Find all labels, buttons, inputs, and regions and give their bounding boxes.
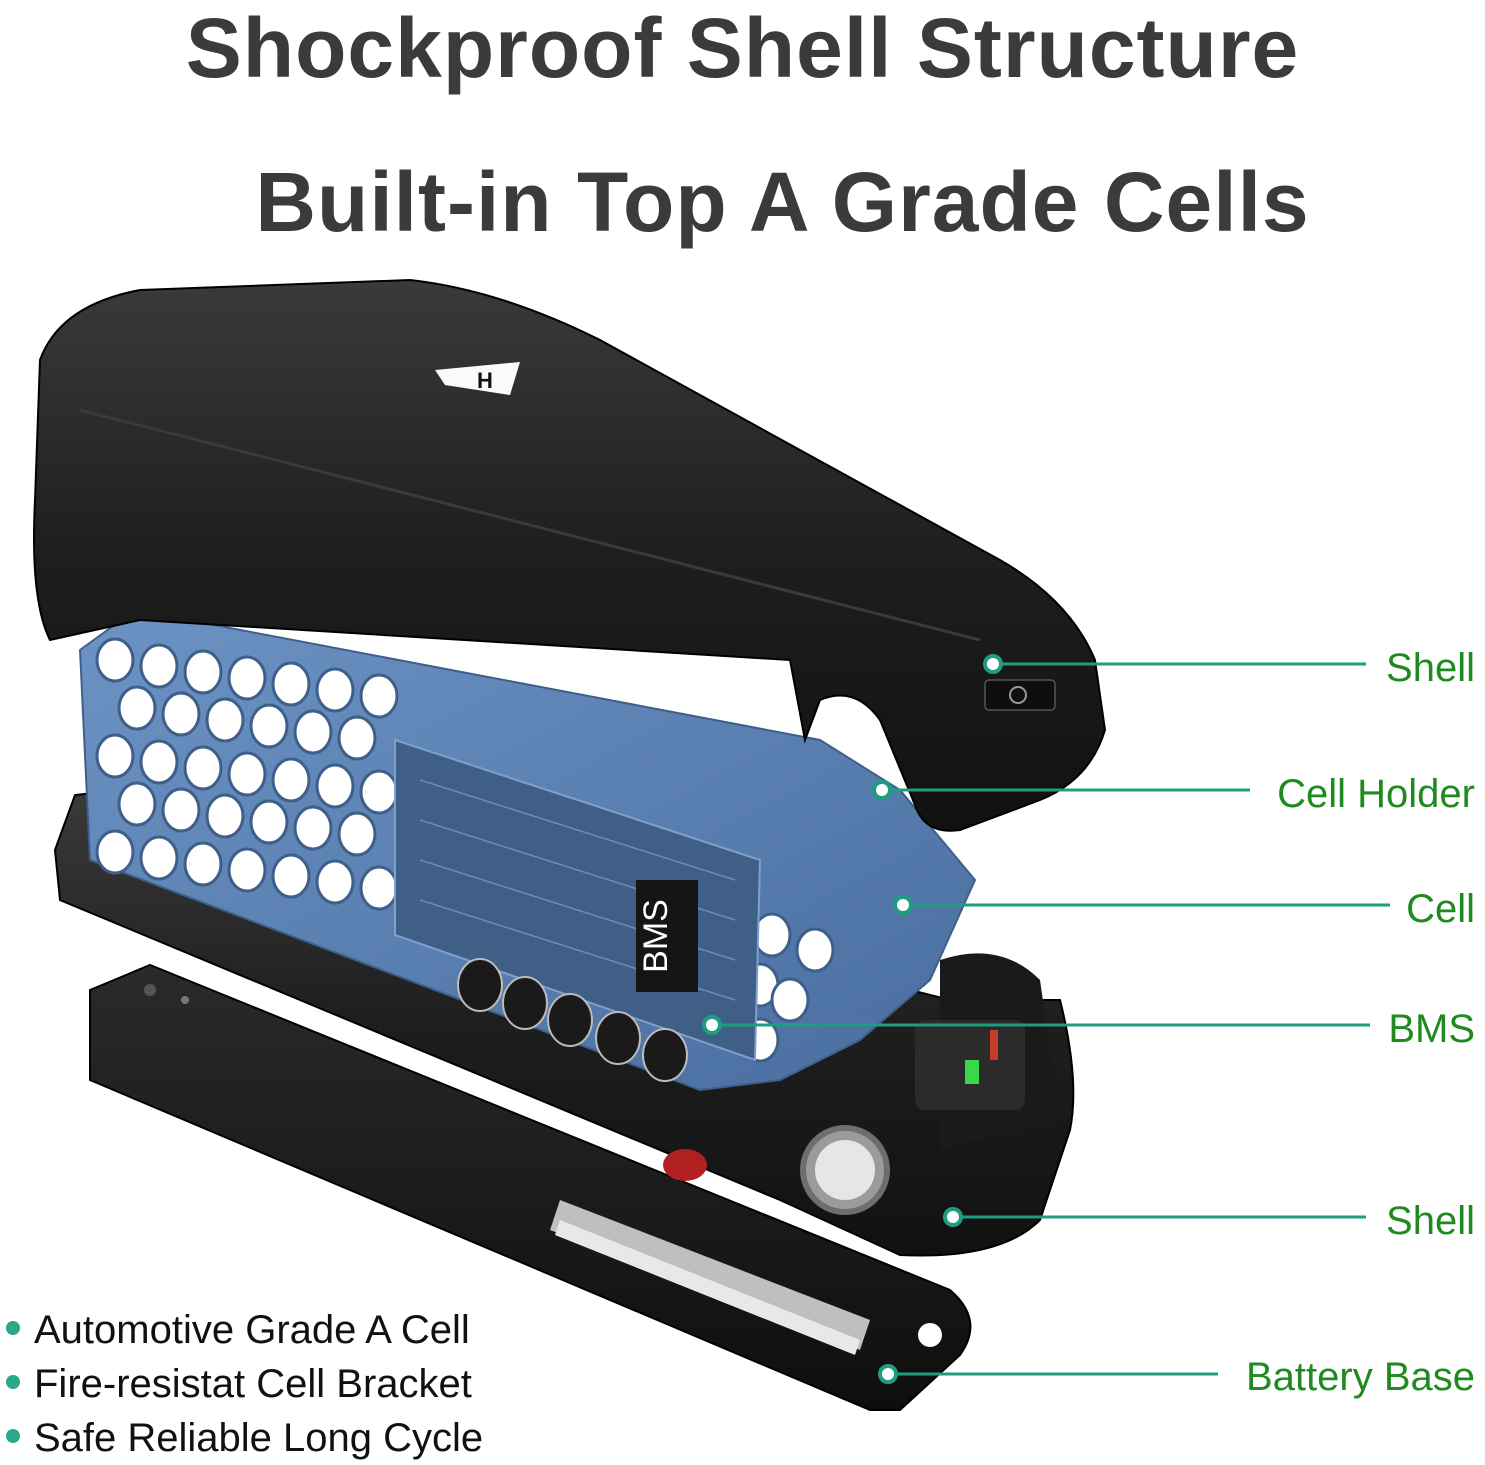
cell-end xyxy=(227,751,267,797)
feature-text: Safe Reliable Long Cycle xyxy=(34,1416,484,1460)
leader-dot-cell-holder xyxy=(872,780,892,800)
cell-end xyxy=(183,649,223,695)
battery-base-part xyxy=(89,963,972,1411)
cell-end xyxy=(95,829,135,875)
bullet-icon xyxy=(6,1375,20,1390)
cell-end xyxy=(139,835,179,881)
feature-item: Automotive Grade A Cell xyxy=(6,1303,483,1357)
bullet-icon xyxy=(6,1429,20,1444)
cell-end xyxy=(139,739,179,785)
cell-end xyxy=(770,977,810,1023)
callout-leaders xyxy=(702,654,1390,1384)
leader-dot-shell-top xyxy=(983,654,1003,674)
cell-holder-part: BMS xyxy=(78,608,977,1092)
cell-end xyxy=(227,847,267,893)
cell-end xyxy=(337,715,377,761)
callout-cell-holder: Cell Holder xyxy=(1277,772,1475,816)
bms-chip-text: BMS xyxy=(637,899,675,973)
cell-end xyxy=(249,703,289,749)
cell-end xyxy=(139,643,179,689)
cell-end xyxy=(271,661,311,707)
cell-end xyxy=(315,667,355,713)
title-line-2: Built-in Top A Grade Cells xyxy=(255,155,1310,249)
leader-dot-bms xyxy=(702,1015,722,1035)
cell-end xyxy=(161,787,201,833)
cell-end xyxy=(95,637,135,683)
cell-end xyxy=(315,859,355,905)
feature-item: Fire-resistat Cell Bracket xyxy=(6,1357,483,1411)
cell-end xyxy=(95,733,135,779)
cell-end xyxy=(117,685,157,731)
cell-end xyxy=(117,781,157,827)
leader-dot-cell xyxy=(893,895,913,915)
callout-bms: BMS xyxy=(1388,1007,1475,1051)
bullet-icon xyxy=(6,1321,20,1336)
cell-end xyxy=(227,655,267,701)
cell-end xyxy=(183,745,223,791)
callout-cell: Cell xyxy=(1406,887,1475,931)
cell-end xyxy=(795,927,835,973)
cell-end xyxy=(205,793,245,839)
cell-end xyxy=(359,673,399,719)
logo-text: H xyxy=(477,368,493,393)
feature-text: Fire-resistat Cell Bracket xyxy=(34,1362,472,1406)
cell-end xyxy=(271,757,311,803)
cell-end xyxy=(271,853,311,899)
callout-shell-top: Shell xyxy=(1386,646,1475,690)
title-line-1: Shockproof Shell Structure xyxy=(185,1,1300,95)
feature-list: Automotive Grade A Cell Fire-resistat Ce… xyxy=(6,1303,483,1465)
cell-end xyxy=(249,799,289,845)
cell-end xyxy=(359,769,399,815)
leader-dot-shell-bottom xyxy=(943,1207,963,1227)
callout-shell-bottom: Shell xyxy=(1386,1199,1475,1243)
feature-text: Automotive Grade A Cell xyxy=(34,1308,470,1352)
leader-dot-battery-base xyxy=(878,1364,898,1384)
cell-end xyxy=(205,697,245,743)
cell-end xyxy=(337,811,377,857)
cell-end xyxy=(293,709,333,755)
cell-end xyxy=(293,805,333,851)
callout-battery-base: Battery Base xyxy=(1245,1355,1475,1399)
cell-end xyxy=(161,691,201,737)
feature-item: Safe Reliable Long Cycle xyxy=(6,1411,483,1465)
cell-end xyxy=(359,865,399,911)
cell-end xyxy=(183,841,223,887)
cell-end xyxy=(315,763,355,809)
top-shell-part: H xyxy=(33,278,1107,832)
